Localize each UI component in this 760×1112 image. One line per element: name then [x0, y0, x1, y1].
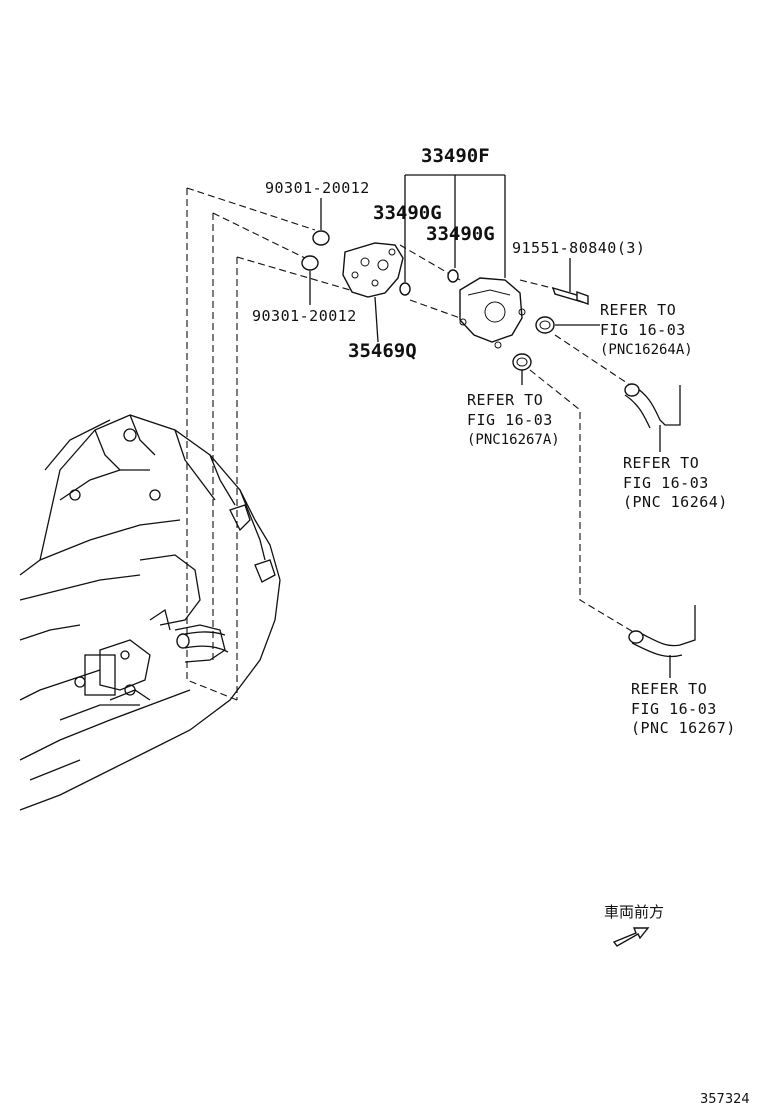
label-33490G-a: 33490G: [373, 202, 442, 224]
figure-number: 357324: [700, 1092, 750, 1107]
svg-text:REFER TO: REFER TO: [623, 454, 699, 472]
o-ring-small-1: [399, 282, 411, 296]
leader-lines: [309, 174, 671, 678]
svg-text:FIG 16-03: FIG 16-03: [467, 411, 553, 429]
o-ring-top: [312, 230, 330, 246]
vehicle-front-indicator: 車両前方: [604, 903, 664, 947]
bolt: [551, 286, 589, 305]
front-arrow-icon: [612, 927, 650, 947]
label-33490G-b: 33490G: [426, 223, 495, 245]
o-ring-small-2: [447, 269, 459, 283]
svg-text:FIG 16-03: FIG 16-03: [600, 321, 686, 339]
label-91551: 91551-80840(3): [512, 239, 645, 257]
svg-text:REFER TO: REFER TO: [600, 301, 676, 319]
dashed-guides: [186, 187, 636, 701]
vehicle-front-text: 車両前方: [604, 903, 664, 921]
ref-note-4: REFER TO FIG 16-03 (PNC 16267): [631, 680, 736, 737]
hose-lower: [628, 605, 696, 658]
label-33490F: 33490F: [421, 145, 490, 167]
svg-text:(PNC 16267): (PNC 16267): [631, 719, 736, 737]
pump-adapter-plate: [342, 242, 404, 298]
trans-hose-ends: [176, 631, 229, 653]
svg-text:(PNC 16264): (PNC 16264): [623, 493, 728, 511]
svg-text:FIG 16-03: FIG 16-03: [623, 474, 709, 492]
label-90301-bottom: 90301-20012: [252, 307, 357, 325]
hose-upper: [624, 383, 681, 429]
ref-note-1: REFER TO FIG 16-03 (PNC16264A): [600, 301, 693, 358]
svg-text:(PNC16264A): (PNC16264A): [600, 342, 693, 358]
svg-text:REFER TO: REFER TO: [631, 680, 707, 698]
svg-text:REFER TO: REFER TO: [467, 391, 543, 409]
label-90301-top: 90301-20012: [265, 179, 370, 197]
transmission-housing: [19, 414, 281, 811]
hose-clamp-1: [535, 316, 555, 334]
svg-text:(PNC16267A): (PNC16267A): [467, 432, 560, 448]
oil-pump-body: [459, 277, 526, 349]
o-ring-bottom: [301, 255, 319, 271]
ref-note-2: REFER TO FIG 16-03 (PNC16267A): [467, 391, 560, 448]
ref-note-3: REFER TO FIG 16-03 (PNC 16264): [623, 454, 728, 511]
hose-clamp-2: [512, 353, 532, 371]
label-35469Q: 35469Q: [348, 340, 417, 362]
svg-text:FIG 16-03: FIG 16-03: [631, 700, 717, 718]
